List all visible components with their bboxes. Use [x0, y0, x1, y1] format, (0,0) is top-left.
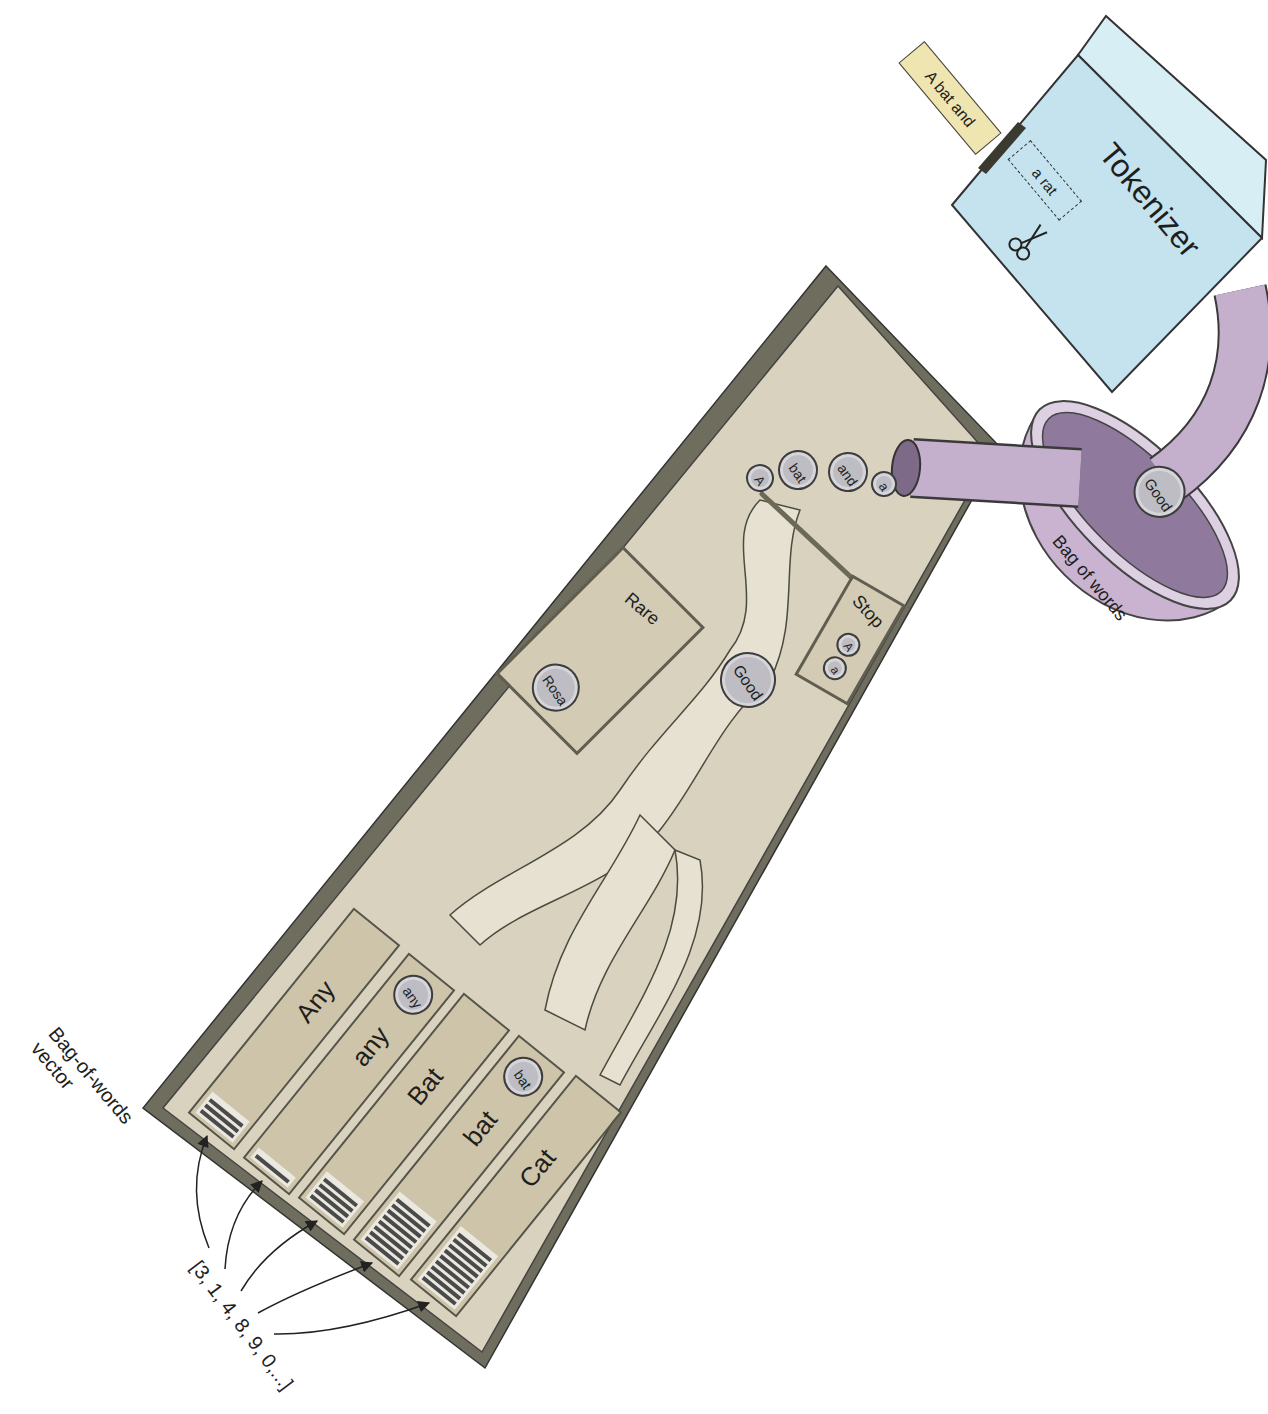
node-text: bat — [785, 460, 809, 485]
node-text: bat — [458, 1105, 504, 1152]
node-text: Cat — [514, 1144, 563, 1194]
node-text: Any — [290, 975, 341, 1029]
node-text: A — [751, 473, 768, 489]
node-text: and — [834, 461, 861, 489]
node-text: Good — [1142, 475, 1177, 515]
node-text: a — [827, 664, 842, 677]
word-ball: any — [385, 967, 441, 1023]
vector-caption: Bag-of-words vector — [26, 1023, 158, 1167]
node-text: any — [346, 1021, 396, 1072]
node-text: a — [875, 480, 891, 494]
node-text: bat — [510, 1067, 534, 1092]
node-text: A — [840, 641, 856, 655]
word-ball: bat — [495, 1049, 551, 1105]
node-text: Rosa — [539, 672, 571, 708]
node-text: Rare — [621, 587, 664, 628]
vector-values: [3, 1, 4, 8, 9, 0,...] — [186, 1256, 298, 1394]
node-text: Bag of words — [1048, 531, 1131, 625]
cut-slip: a rat — [1008, 140, 1082, 221]
node-text: any — [399, 984, 425, 1012]
node-text: A bat and — [921, 68, 979, 132]
paper-slip: A bat and — [898, 41, 1001, 155]
node-text: Good — [729, 662, 767, 705]
node-text: Stop — [848, 591, 888, 632]
node-text: Bat — [402, 1062, 450, 1111]
node-text: a rat — [1029, 164, 1062, 198]
